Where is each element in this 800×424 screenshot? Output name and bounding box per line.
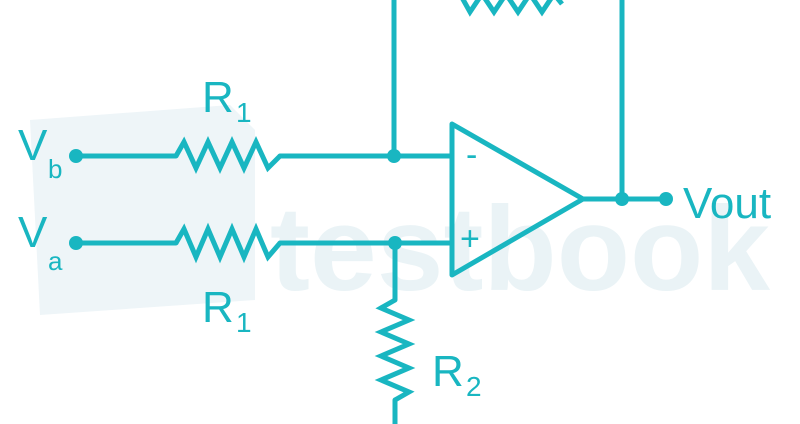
input-branch-b bbox=[69, 136, 455, 174]
label-va-subscript: a bbox=[48, 246, 63, 276]
watermark-text: testbook bbox=[270, 182, 770, 316]
output-junction bbox=[615, 192, 629, 206]
label-vout: Vout bbox=[683, 179, 771, 228]
label-r2: R bbox=[432, 347, 464, 396]
labels: R 1 R 1 R 2 V b V a Vout bbox=[18, 73, 771, 402]
input-branch-a bbox=[69, 222, 455, 424]
resistor-r2 bbox=[374, 297, 416, 403]
feedback-path bbox=[391, 0, 625, 202]
resistor-r1-bottom bbox=[173, 222, 282, 264]
label-r1-top-subscript: 1 bbox=[236, 97, 252, 128]
watermark: testbook bbox=[30, 105, 770, 316]
label-vb-subscript: b bbox=[48, 154, 62, 184]
resistor-r1-top bbox=[173, 136, 282, 174]
plus-sign: + bbox=[460, 220, 480, 258]
vout-terminal bbox=[659, 192, 673, 206]
op-amp-triangle bbox=[449, 121, 586, 278]
label-r2-subscript: 2 bbox=[466, 371, 482, 402]
minus-sign: - bbox=[466, 136, 477, 174]
label-r1-bottom-subscript: 1 bbox=[236, 307, 252, 338]
label-vb: V bbox=[18, 121, 48, 170]
label-r1-top: R bbox=[202, 73, 234, 122]
label-va: V bbox=[18, 208, 48, 257]
op-amp: - + bbox=[449, 121, 673, 278]
label-r1-bottom: R bbox=[202, 283, 234, 332]
feedback-resistor bbox=[460, 0, 564, 17]
inverting-junction bbox=[387, 149, 401, 163]
